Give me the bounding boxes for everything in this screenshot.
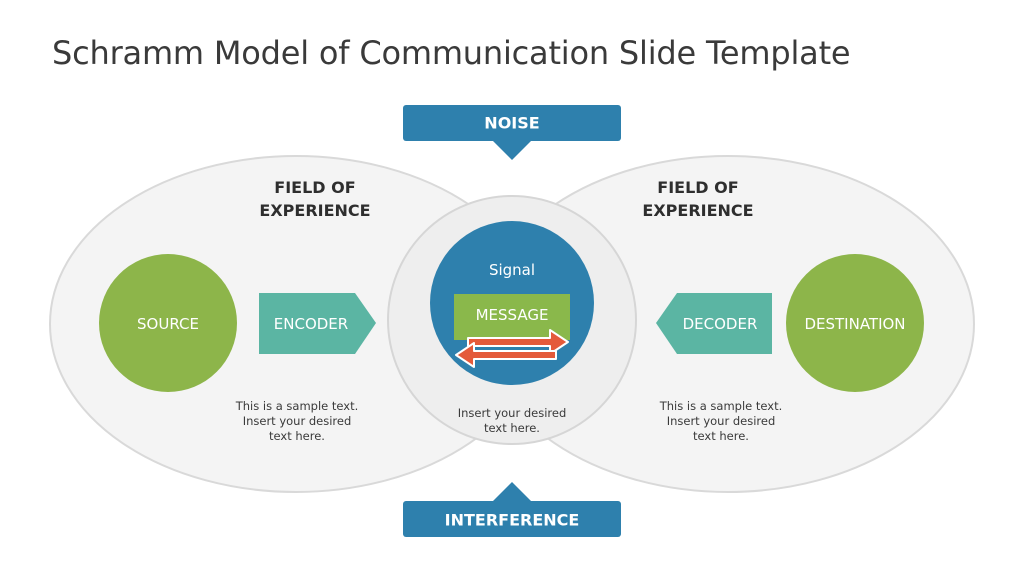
right-field-title: FIELD OF EXPERIENCE bbox=[642, 178, 754, 220]
left-field-title: FIELD OF EXPERIENCE bbox=[259, 178, 371, 220]
source-circle bbox=[99, 254, 237, 392]
encoder-label: ENCODER bbox=[273, 315, 349, 333]
destination-label: DESTINATION bbox=[804, 315, 906, 333]
destination-circle bbox=[786, 254, 924, 392]
message-label: MESSAGE bbox=[475, 306, 549, 324]
noise-banner bbox=[403, 105, 621, 160]
right-sample-text: This is a sample text. Insert your desir… bbox=[659, 399, 783, 443]
right-arrow bbox=[467, 329, 569, 355]
decoder-label: DECODER bbox=[682, 315, 758, 333]
interference-label: INTERFERENCE bbox=[444, 510, 580, 530]
noise-label: NOISE bbox=[484, 113, 540, 133]
slide-title: Schramm Model of Communication Slide Tem… bbox=[52, 34, 851, 72]
left-sample-text: This is a sample text. Insert your desir… bbox=[235, 399, 359, 443]
interference-banner bbox=[403, 482, 621, 537]
left-arrow bbox=[455, 342, 557, 368]
decoder-arrow bbox=[656, 293, 772, 354]
center-sample-text: Insert your desired text here. bbox=[457, 406, 567, 435]
signal-label: Signal bbox=[488, 261, 536, 279]
source-label: SOURCE bbox=[137, 315, 199, 333]
encoder-arrow bbox=[259, 293, 376, 354]
